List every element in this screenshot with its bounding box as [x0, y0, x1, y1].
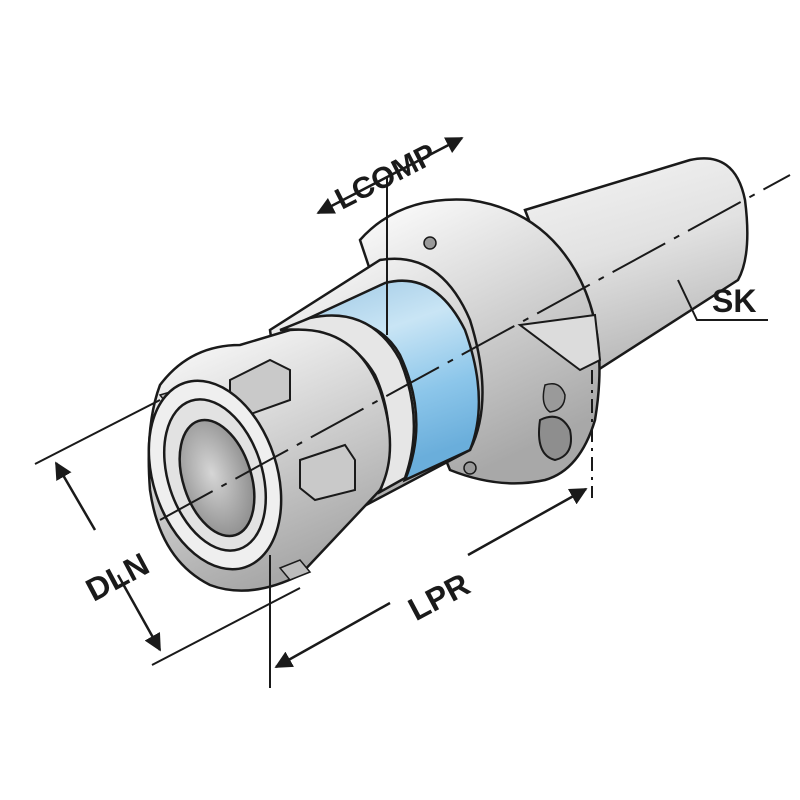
dln-label: DLN	[80, 546, 155, 609]
blue-band	[304, 279, 481, 483]
sk-leader: SK	[677, 279, 768, 321]
collet-nut	[147, 328, 392, 592]
lpr-label: LPR	[402, 566, 475, 628]
sk-label: SK	[712, 283, 756, 319]
centre-axis	[159, 174, 791, 521]
